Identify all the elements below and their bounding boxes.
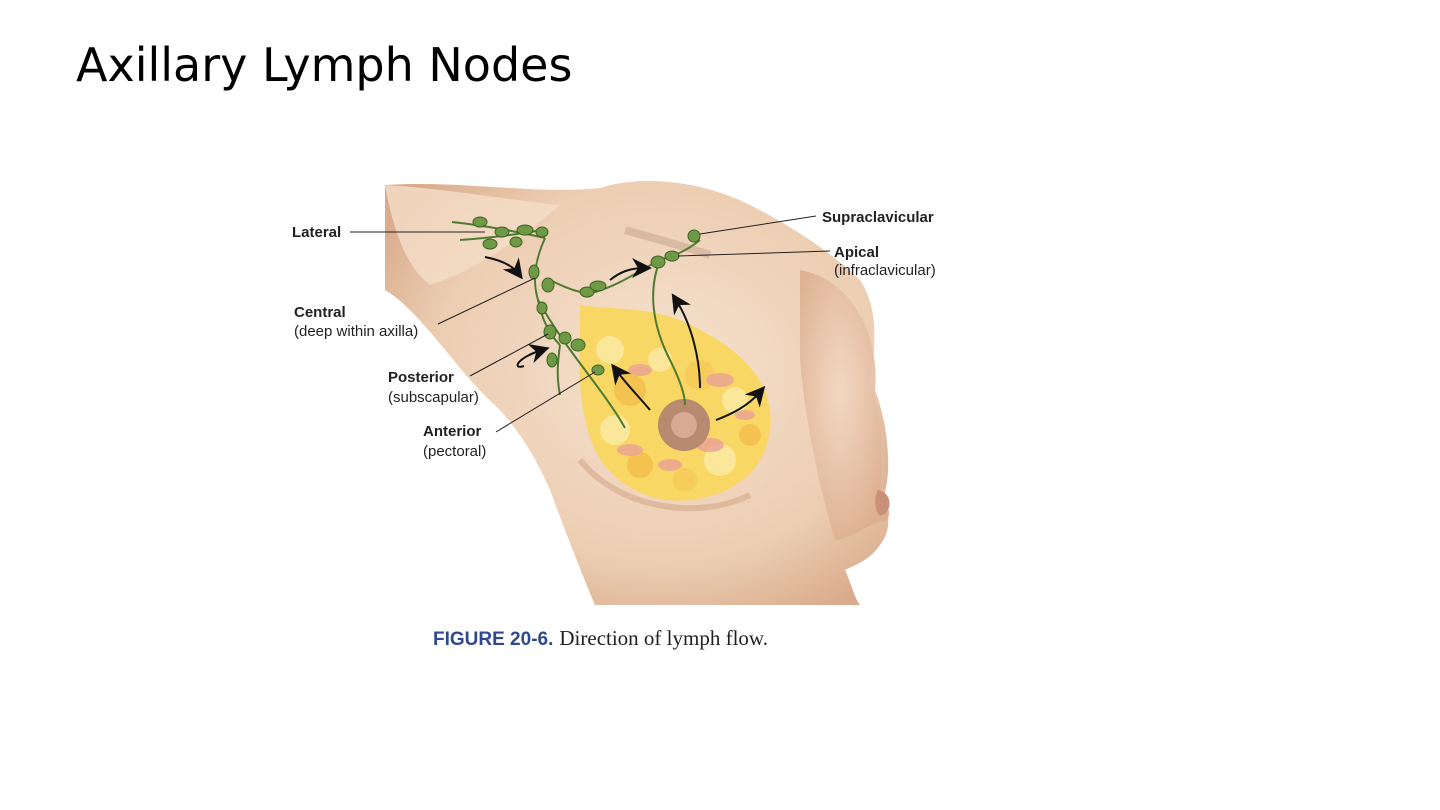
anatomy-illustration: Lateral Central (deep within axilla) Pos… xyxy=(292,181,936,605)
flow-arrow-anterior xyxy=(611,363,651,411)
lymph-flow-arrows xyxy=(484,256,766,421)
pectoral-chain-nodes xyxy=(579,280,607,298)
apical-node-group xyxy=(650,250,680,269)
slide-title: Axillary Lymph Nodes xyxy=(76,38,573,92)
label-supraclavicular: Supraclavicular xyxy=(822,209,934,226)
lateral-node-group xyxy=(472,216,549,250)
breast-underside-shadow xyxy=(577,458,752,512)
anterior-node-group xyxy=(591,364,605,376)
flow-arrow-apical xyxy=(609,258,652,281)
nipple xyxy=(671,412,697,438)
label-apical: Apical xyxy=(834,244,879,261)
leader-lines xyxy=(350,215,831,433)
flow-arrow-posterior xyxy=(516,343,550,368)
label-lateral: Lateral xyxy=(292,224,341,241)
label-apical-sub: (infraclavicular) xyxy=(834,262,936,279)
arm-shading xyxy=(385,185,560,285)
supraclavicular-node-group xyxy=(687,229,701,243)
label-anterior: Anterior xyxy=(423,423,482,440)
figure-caption: FIGURE 20-6.Direction of lymph flow. xyxy=(433,626,768,651)
right-breast-shape xyxy=(800,270,890,540)
right-nipple xyxy=(875,490,890,516)
figure-caption-text: Direction of lymph flow. xyxy=(559,626,768,650)
flow-arrow-upper-breast xyxy=(671,293,701,389)
label-central: Central xyxy=(294,304,346,321)
label-posterior: Posterior xyxy=(388,369,454,386)
flow-arrow-medial xyxy=(715,385,766,421)
lymph-flow-figure: Lateral Central (deep within axilla) Pos… xyxy=(280,160,970,620)
figure-number: FIGURE 20-6. xyxy=(433,629,554,650)
label-central-sub: (deep within axilla) xyxy=(294,323,418,340)
label-posterior-sub: (subscapular) xyxy=(388,389,479,406)
central-node-group xyxy=(528,264,555,315)
clavicle-shading xyxy=(623,226,712,259)
label-anterior-sub: (pectoral) xyxy=(423,443,486,460)
flow-arrow-lateral xyxy=(484,256,523,280)
